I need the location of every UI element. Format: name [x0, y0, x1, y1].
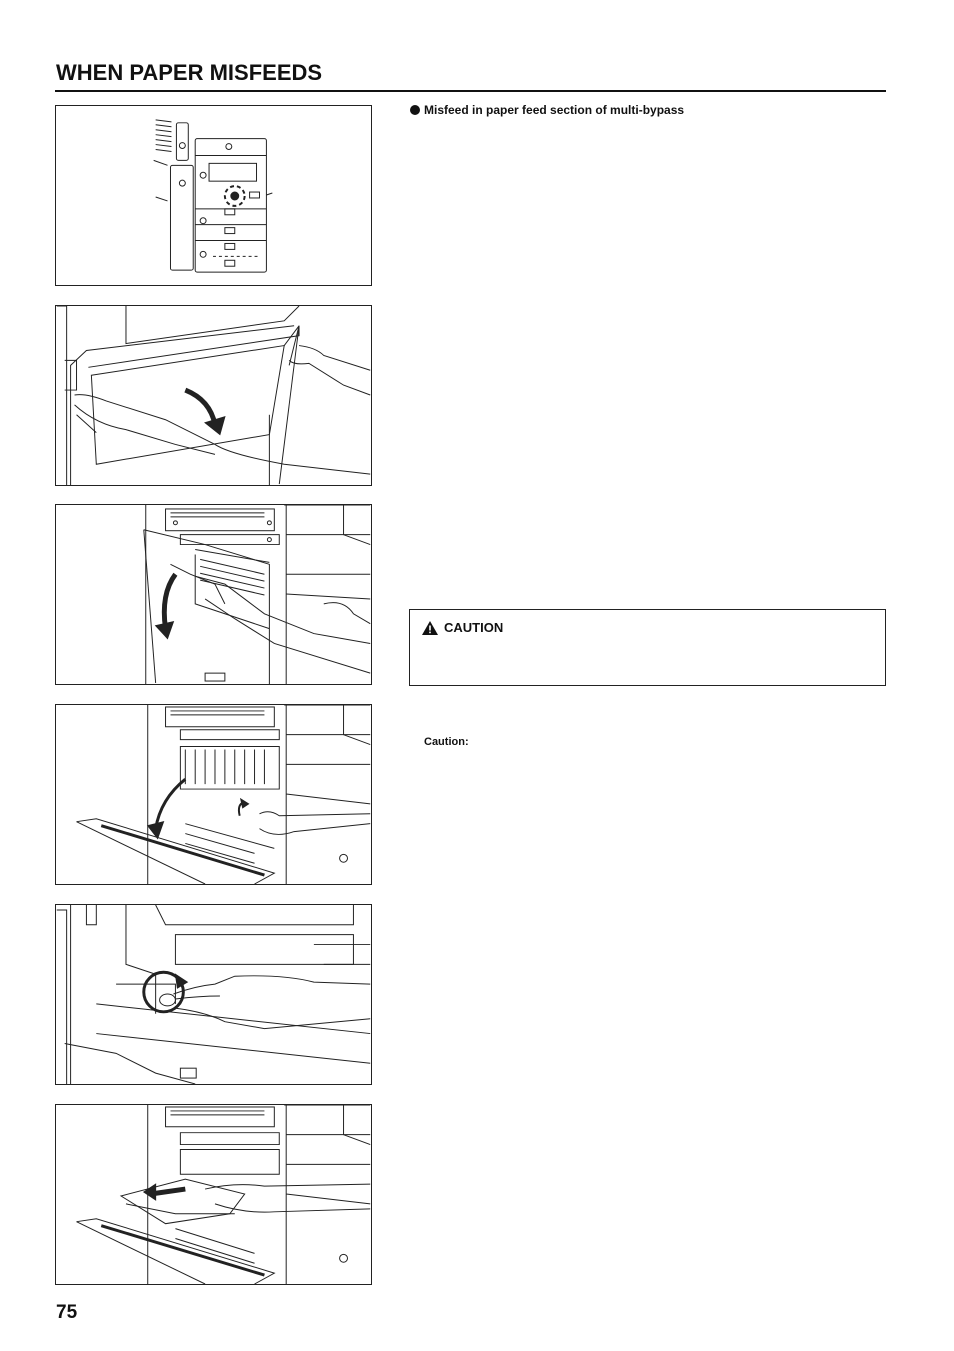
title-rule: [55, 90, 886, 92]
open-bypass-cover-illustration: [55, 305, 372, 486]
section-heading-text: Misfeed in paper feed section of multi-b…: [424, 103, 685, 117]
section-heading: Misfeed in paper feed section of multi-b…: [410, 103, 684, 117]
open-right-cover-illustration: [55, 504, 372, 685]
copier-overview-illustration: [55, 105, 372, 286]
caution-title-text: CAUTION: [444, 620, 504, 635]
bullet-icon: [410, 105, 420, 115]
caution-box: CAUTION: [409, 609, 886, 686]
warning-triangle-icon: [422, 620, 438, 635]
lift-guide-illustration: [55, 704, 372, 885]
turn-knob-illustration: [55, 904, 372, 1085]
remove-paper-illustration: [55, 1104, 372, 1285]
page-number: 75: [56, 1302, 78, 1323]
page-title: WHEN PAPER MISFEEDS: [56, 60, 323, 85]
caution-note-label: Caution:: [424, 736, 469, 748]
caution-title: CAUTION: [422, 620, 503, 635]
